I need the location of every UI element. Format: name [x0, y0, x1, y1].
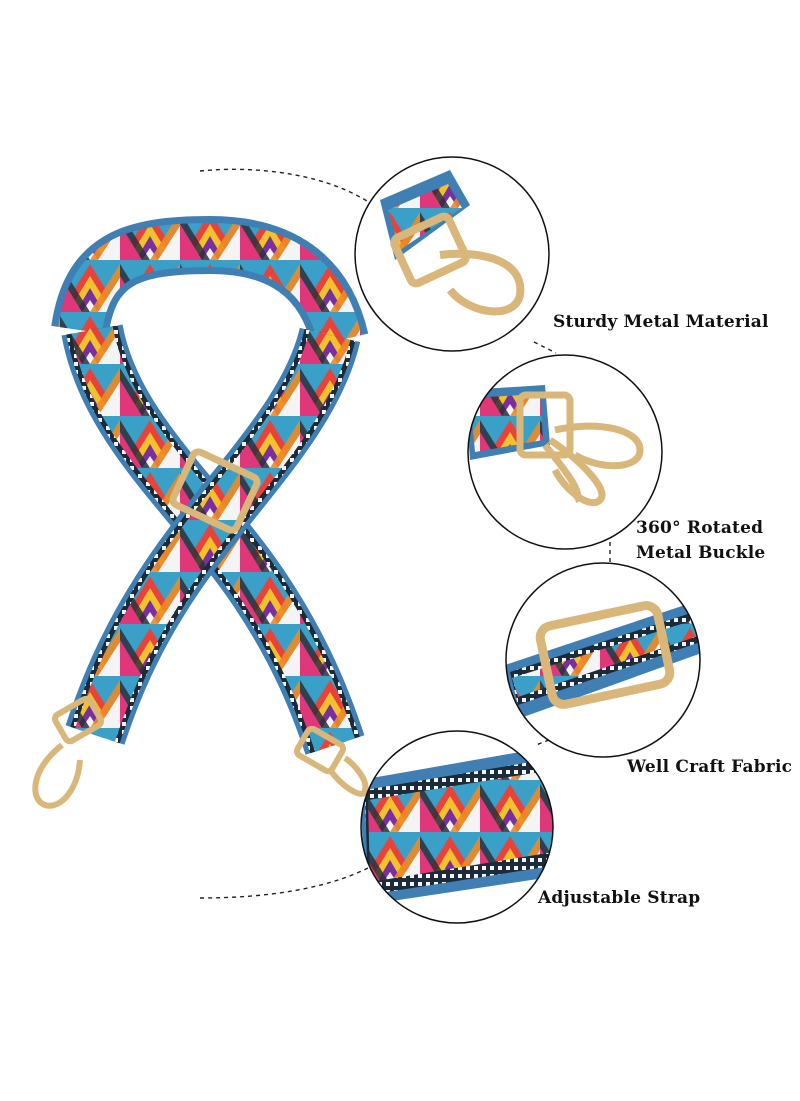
feature-label-fabric: Well Craft Fabric	[627, 757, 793, 777]
feature-label-sturdy: Sturdy Metal Material	[553, 312, 769, 332]
feature-label-adjustable: Adjustable Strap	[538, 888, 701, 908]
slider-buckle-icon	[505, 562, 701, 758]
rotating-clasp-icon	[467, 354, 663, 550]
strap-image	[32, 215, 369, 809]
feature-label-rotated: 360° Rotated Metal Buckle	[636, 516, 765, 566]
connector-lines	[199, 168, 611, 899]
feature-label-rotated-line1: 360° Rotated	[636, 518, 764, 538]
feature-label-rotated-line2: Metal Buckle	[636, 543, 766, 563]
swivel-clasp-icon	[354, 156, 550, 352]
fabric-pattern-icon	[360, 730, 554, 924]
